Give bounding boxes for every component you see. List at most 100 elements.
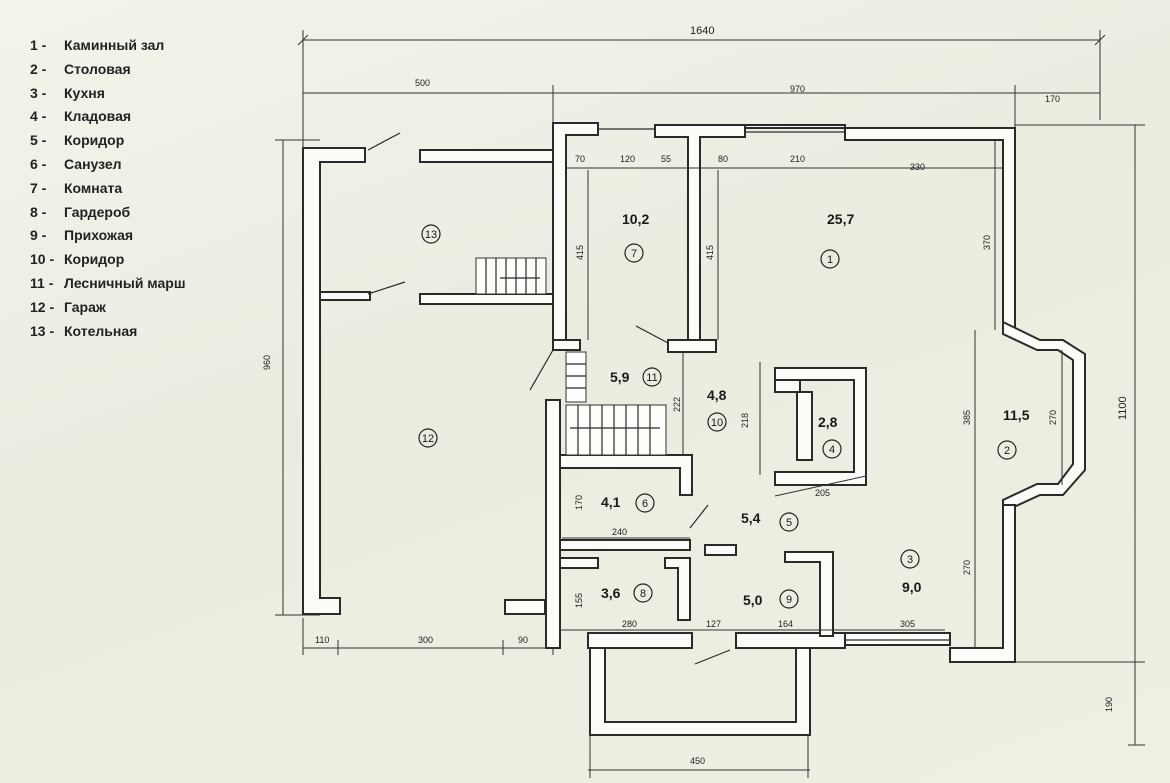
legend-item-name: Коридор [64,251,125,268]
room-number-13: 13 [425,229,437,241]
legend-item: 8 - Гардероб [30,201,270,225]
room-number-1: 1 [827,254,833,266]
dim-top-right: 170 [1045,94,1060,104]
dim-70: 70 [575,154,585,164]
room-area-10: 4,8 [707,387,727,403]
legend-item: 13 - Котельная [30,320,270,344]
dim-385: 385 [962,410,972,425]
dim-415b: 415 [705,245,715,260]
legend-item: 3 -Кухня [30,82,270,106]
legend-item-name: Санузел [64,155,122,172]
dim-270b: 270 [962,560,972,575]
legend-item-name: Кладовая [64,108,132,125]
room-area-6: 4,1 [601,494,621,510]
room-number-3: 3 [907,554,913,566]
interior-dimensions: 70 120 55 80 210 330 415 415 370 385 270… [560,140,1063,648]
stairs [475,257,667,456]
room-number-9: 9 [786,594,792,606]
room-area-11: 5,9 [610,369,630,385]
legend-item-name: Каминный зал [64,37,165,53]
legend-item: 9 -Прихожая [30,224,270,248]
room-number-11: 11 [646,372,657,384]
room-marker-2 [997,440,1017,460]
dim-bottom-90: 90 [518,635,528,645]
legend-item: 12 - Гараж [30,296,270,320]
dim-bottom-300: 300 [418,635,433,645]
room-area-2: 11,5 [1003,407,1030,423]
room-marker-4 [822,439,842,459]
room-number-6: 6 [642,498,648,510]
dim-370: 370 [982,235,992,250]
room-marker-7 [624,243,644,263]
room-number-7: 7 [631,248,637,260]
legend-item-number: 8 - [30,203,47,220]
legend-item: 4 - Кладовая [30,105,270,129]
legend-item-number: 5 - [30,132,47,149]
room-marker-11 [642,367,662,387]
legend-item-number: 12 - [30,298,55,315]
room-number-8: 8 [640,588,646,600]
dim-top-left: 500 [415,78,430,88]
dim-205: 205 [815,488,830,498]
legend-item: 6 - Санузел [30,153,270,177]
legend-item-number: 1 - [30,37,47,53]
legend: 1 - Каминный зал 2 - Столовая 3 -Кухня 4 - Кла… [30,34,270,343]
legend-item-number: 11 - [30,274,54,291]
room-marker-1 [820,249,840,269]
dim-left-height: 960 [262,355,272,370]
room-area-9: 5,0 [743,592,763,608]
room-area-1: 25,7 [827,211,854,227]
dim-120: 120 [620,154,635,164]
legend-item-name: Котельная [64,322,138,339]
legend-item-name: Комната [64,179,123,196]
legend-item: 1 - Каминный зал [30,34,270,58]
dim-240: 240 [612,527,627,537]
legend-item: 2 - Столовая [30,58,270,82]
dim-total-width: 1640 [690,25,714,37]
room-marker-12 [418,428,438,448]
dim-bottom-110: 110 [315,635,329,645]
room-number-5: 5 [786,517,792,529]
dim-222: 222 [672,397,682,412]
dim-280: 280 [622,619,637,629]
room-number-10: 10 [711,417,723,429]
legend-item-name: Столовая [64,60,131,77]
dim-218: 218 [740,413,750,428]
legend-item-number: 4 - [30,108,47,125]
legend-item-name: Кухня [64,84,105,101]
room-marker-3 [900,549,920,569]
legend-item-name: Гараж [64,298,106,315]
legend-item-name: Гардероб [64,203,131,220]
dim-80: 80 [718,154,728,164]
dim-155: 155 [574,593,584,608]
dim-127: 127 [706,619,721,629]
dim-210: 210 [790,154,805,164]
legend-item-name: Лесничный марш [64,274,186,291]
room-area-4: 2,8 [818,414,838,430]
legend-item: 5 -Коридор [30,129,270,153]
room-marker-10 [707,412,727,432]
room-area-3: 9,0 [902,579,922,595]
dim-170: 170 [574,495,584,510]
dim-415a: 415 [575,245,585,260]
legend-item: 11 - Лесничный марш [30,272,270,296]
room-area-5: 5,4 [741,510,761,526]
room-marker-9 [779,589,799,609]
legend-item-number: 7 - [30,179,47,196]
room-area-7: 10,2 [622,211,649,227]
dim-55: 55 [661,154,671,164]
legend-item-number: 2 - [30,60,47,77]
dim-164: 164 [778,619,793,629]
legend-item: 7 - Комната [30,177,270,201]
room-marker-13 [421,224,441,244]
legend-item-number: 6 - [30,155,47,172]
room-area-8: 3,6 [601,585,621,601]
dim-porch-width: 450 [690,756,705,766]
dimension-lines: 1640 500 970 170 960 1100 190 110 300 90 [262,25,1145,778]
legend-item-number: 10 - [30,251,55,268]
room-marker-6 [635,493,655,513]
doors [367,132,731,665]
legend-item-number: 13 - [30,322,55,339]
room-marker-5 [779,512,799,532]
